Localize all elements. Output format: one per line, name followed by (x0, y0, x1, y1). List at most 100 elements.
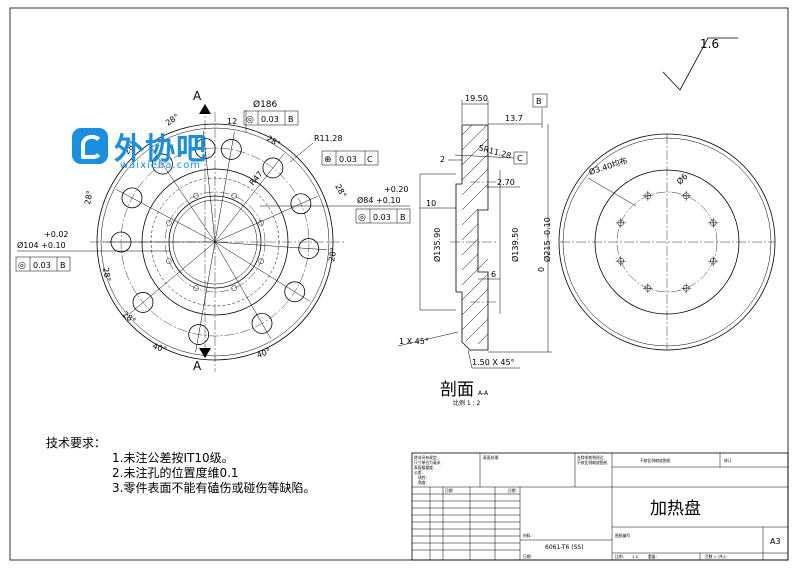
inner-hole (231, 193, 237, 199)
inner-hole (193, 285, 199, 291)
mounting-hole (132, 292, 154, 313)
section-letter-bottom: A (193, 359, 202, 373)
svg-text:C: C (367, 155, 373, 164)
dim-dia-84-upper-tol: +0.20 (384, 185, 409, 194)
inner-hole (231, 285, 237, 291)
mounting-hole (220, 139, 242, 160)
section-arrow-bottom (199, 348, 211, 358)
svg-text:日期: 日期 (508, 488, 516, 493)
svg-text:0.03: 0.03 (373, 213, 391, 222)
svg-text:◎: ◎ (358, 213, 366, 223)
angle-label-2: 28° (265, 134, 282, 149)
mounting-hole (251, 313, 273, 334)
dim-13-7: 13.7 (505, 114, 523, 123)
svg-text:图纸编号: 图纸编号 (615, 533, 630, 538)
drawing-border (9, 7, 789, 561)
mounting-hole (188, 324, 210, 345)
svg-text:B: B (288, 115, 294, 124)
dim-holes: Ø3.40均布 (588, 155, 629, 177)
svg-text:1:2: 1:2 (632, 554, 639, 559)
fcf-concentricity-104: ◎ 0.03 B (15, 256, 71, 272)
svg-text:0.03: 0.03 (339, 155, 357, 164)
section-hatching (461, 124, 489, 345)
note-3: 3.零件表面不能有磕伤或碰伤等缺陷。 (112, 480, 315, 495)
dim-dia-84: Ø84 +0.10 (357, 195, 401, 205)
svg-text:不按比例缩放图纸: 不按比例缩放图纸 (640, 458, 671, 463)
watermark-icon (72, 128, 108, 164)
inner-hole (166, 220, 172, 226)
svg-text:日期: 日期 (523, 554, 531, 559)
svg-text:比例:: 比例: (615, 554, 624, 559)
angle-ray (203, 130, 216, 243)
roughness-value: 1.6 (700, 37, 719, 51)
dim-2: 2 (440, 155, 445, 164)
title-block: 除非另有规定: 尺寸单位为毫米 表面粗糙度: 公差: 线性: 角度: 表面处理:… (411, 452, 789, 561)
svg-text:重量:: 重量: (648, 554, 657, 559)
inner-hole (258, 258, 264, 264)
watermark-logo: 外协吧 waixieba.com (72, 128, 232, 176)
mounting-hole (298, 238, 320, 259)
surface-roughness-symbol: 1.6 (662, 37, 738, 91)
dim-dia-215: Ø215 -0.10 (542, 217, 552, 262)
svg-text:◎: ◎ (18, 261, 26, 271)
section-scale: 比例 1 : 2 (453, 399, 481, 407)
angle-label-9: 40° (151, 341, 167, 354)
svg-text:0.03: 0.03 (261, 115, 279, 124)
angle-ray (214, 153, 285, 243)
angle-ray (214, 196, 318, 243)
svg-text:表面粗糙度:: 表面粗糙度: (414, 465, 434, 470)
svg-text:去除毛刺和锐边: 去除毛刺和锐边 (577, 455, 604, 460)
mounting-hole (152, 153, 173, 175)
angle-ray (195, 241, 216, 353)
svg-text:0.03: 0.03 (33, 261, 51, 270)
section-view: 19.50 13.7 B SR11.28 C 2 2.70 10 6 Ø135.… (397, 93, 552, 407)
inner-holes (166, 193, 264, 291)
angle-ray (214, 241, 272, 340)
watermark-text-en: waixieba.com (120, 160, 201, 171)
datum-b-letter: B (536, 97, 542, 106)
angle-ray (129, 241, 216, 315)
fcf-position: ⊕ 0.03 C (321, 150, 379, 166)
dim-chamfer-2: 1.50 X 45° (472, 358, 515, 367)
svg-text:角度:: 角度: (418, 480, 427, 485)
dim-chamfer-1: 1 X 45° (399, 337, 429, 346)
dim-dia-135-90: Ø135.90 (432, 228, 442, 262)
notes-heading: 技术要求： (46, 436, 106, 450)
dim-6: 6 (491, 270, 496, 279)
dim-dia-104-upper-tol: +0.02 (44, 230, 69, 239)
angle-label-6: 28° (327, 247, 338, 263)
svg-text:尺寸单位为毫米: 尺寸单位为毫米 (414, 460, 441, 465)
section-profile (455, 124, 489, 351)
dim-r47: R47 (248, 169, 265, 187)
inner-hole (193, 193, 199, 199)
svg-text:线性:: 线性: (418, 475, 427, 480)
svg-text:材料:: 材料: (523, 533, 532, 538)
section-title: 剖面 (440, 380, 474, 400)
dim-offset-12: 12 (227, 117, 237, 126)
datum-c-letter: C (517, 154, 523, 163)
dim-dia-6: Ø6 (674, 171, 689, 186)
watermark-text-cn: 外协吧 (114, 132, 207, 167)
side-holes (615, 190, 719, 294)
section-title-suffix: A-A (478, 390, 489, 397)
angle-label-4: 28° (333, 183, 348, 200)
inner-hole (258, 220, 264, 226)
angle-label-10: 40° (256, 347, 272, 360)
section-letter-top: A (193, 89, 202, 103)
dim-dia-215-upper: 0 (537, 267, 546, 272)
svg-text:B: B (400, 213, 406, 222)
mounting-hole (290, 193, 312, 215)
front-view: A A Ø186 12 R47 R11.28 28° 28° 28° 28° 2… (15, 89, 411, 373)
angle-label-7: 28° (101, 267, 112, 283)
part-name: 加热盘 (650, 499, 701, 519)
datum-b-box (532, 93, 548, 108)
dim-10: 10 (426, 199, 436, 208)
dim-sr: SR11.28 (477, 143, 512, 160)
svg-text:不按比例缩放图纸: 不按比例缩放图纸 (577, 460, 608, 465)
technical-notes: 技术要求： 1.未注公差按IT10级。 2.未注孔的位置度维0.1 3.零件表面… (46, 436, 315, 495)
title-block-grid (412, 487, 520, 560)
mounting-hole (262, 157, 284, 179)
angle-label-5: 28° (83, 190, 94, 206)
